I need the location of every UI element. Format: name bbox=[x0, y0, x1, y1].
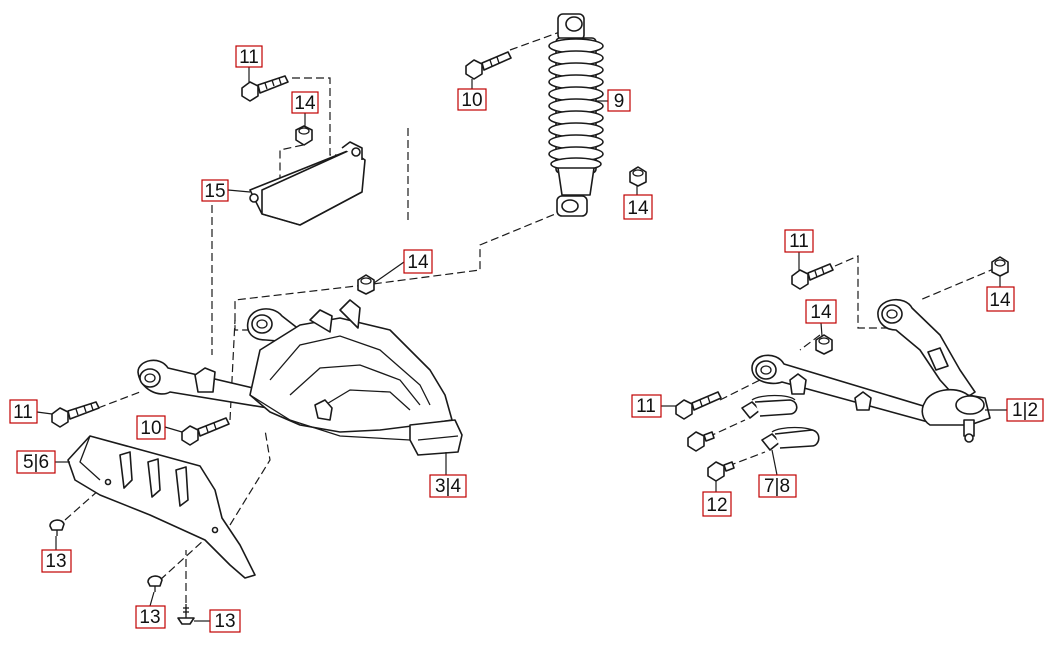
callout-12: 12 bbox=[702, 491, 732, 517]
callout-11-right: 11 bbox=[784, 229, 814, 253]
callout-15: 15 bbox=[201, 179, 229, 202]
bolt-12-a bbox=[687, 431, 715, 452]
callout-11-top: 11 bbox=[235, 45, 263, 68]
bolt-11-right-top bbox=[791, 263, 834, 290]
svg-text:11: 11 bbox=[13, 402, 33, 423]
nut-14-right-mid bbox=[815, 334, 833, 355]
callout-14-right-mid: 14 bbox=[805, 299, 837, 324]
svg-text:13: 13 bbox=[214, 611, 235, 632]
callout-3-4: 3|4 bbox=[429, 474, 467, 498]
right-assembly-leaders bbox=[707, 255, 997, 467]
bolt-12-b bbox=[707, 461, 735, 482]
callout-7-8: 7|8 bbox=[758, 474, 797, 498]
svg-text:13: 13 bbox=[139, 607, 160, 628]
svg-text:3|4: 3|4 bbox=[435, 476, 462, 497]
callout-13-b: 13 bbox=[135, 605, 166, 629]
nut-14-shock bbox=[629, 166, 647, 187]
svg-text:11: 11 bbox=[636, 396, 656, 417]
svg-text:14: 14 bbox=[294, 93, 316, 114]
callout-11-left: 11 bbox=[9, 399, 38, 424]
svg-text:12: 12 bbox=[706, 495, 727, 516]
svg-text:5|6: 5|6 bbox=[23, 452, 49, 473]
svg-text:10: 10 bbox=[461, 90, 482, 111]
lower-a-arm-3-4 bbox=[137, 299, 463, 456]
nut-14-right-top bbox=[991, 256, 1009, 277]
screw-13-a bbox=[49, 519, 65, 536]
nut-14-top bbox=[295, 125, 313, 146]
callout-leaders bbox=[36, 67, 1007, 622]
callout-1-2: 1|2 bbox=[1006, 398, 1044, 422]
svg-text:7|8: 7|8 bbox=[764, 476, 790, 497]
bolt-11-right-left bbox=[675, 391, 722, 420]
svg-text:13: 13 bbox=[45, 551, 66, 572]
skid-plate-5-6 bbox=[67, 435, 256, 579]
bolt-10-top bbox=[465, 51, 512, 80]
callout-14-top: 14 bbox=[291, 91, 319, 114]
callout-14-shock: 14 bbox=[623, 194, 653, 220]
left-assembly-leaders bbox=[64, 31, 566, 615]
callout-14-right-top: 14 bbox=[986, 286, 1015, 312]
callout-11-right-left: 11 bbox=[631, 394, 662, 418]
screw-13-c bbox=[177, 604, 195, 625]
callout-13-a: 13 bbox=[41, 549, 72, 573]
svg-text:14: 14 bbox=[989, 290, 1011, 311]
svg-text:1|2: 1|2 bbox=[1012, 400, 1038, 421]
bolt-10-left bbox=[181, 417, 230, 446]
svg-text:9: 9 bbox=[614, 91, 625, 112]
screw-13-b bbox=[147, 575, 163, 592]
svg-text:11: 11 bbox=[239, 47, 259, 68]
callout-10-left: 10 bbox=[136, 415, 166, 440]
bolt-11-top bbox=[241, 75, 289, 102]
callout-9: 9 bbox=[607, 89, 631, 112]
svg-text:14: 14 bbox=[627, 198, 649, 219]
callout-14-mid: 14 bbox=[403, 249, 433, 274]
nut-14-mid bbox=[357, 274, 375, 295]
svg-text:14: 14 bbox=[810, 302, 832, 323]
svg-text:11: 11 bbox=[789, 231, 809, 252]
svg-text:10: 10 bbox=[140, 418, 161, 439]
bracket-7-8 bbox=[741, 394, 820, 451]
callout-5-6: 5|6 bbox=[16, 450, 56, 474]
bolt-11-left bbox=[51, 401, 100, 428]
upper-a-arm-1-2 bbox=[751, 299, 991, 443]
bracket-15 bbox=[249, 141, 366, 226]
shock-absorber-9 bbox=[548, 13, 604, 217]
svg-text:14: 14 bbox=[407, 252, 429, 273]
callout-13-c: 13 bbox=[209, 609, 241, 633]
svg-text:15: 15 bbox=[204, 181, 225, 202]
callout-10-top: 10 bbox=[457, 88, 487, 111]
